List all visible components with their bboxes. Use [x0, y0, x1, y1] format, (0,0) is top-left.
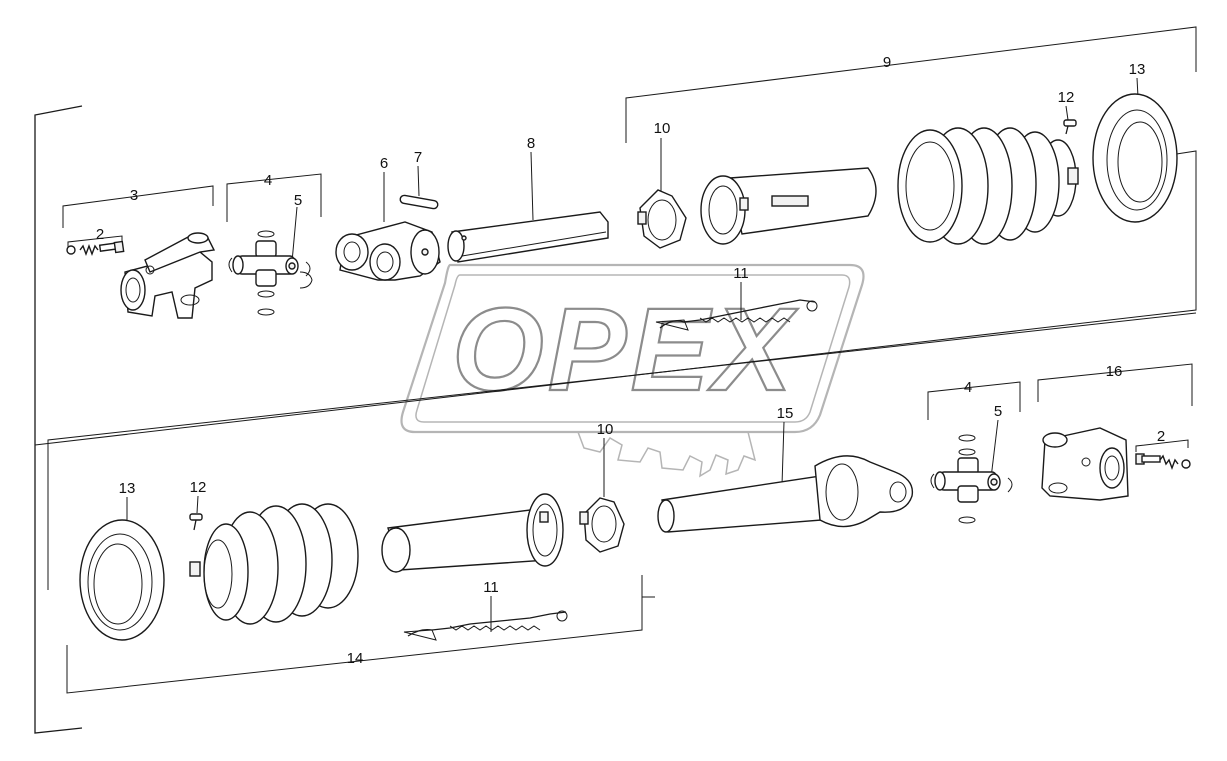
callout-8: 8: [527, 135, 535, 152]
callout-14: 14: [347, 650, 364, 667]
outer-guard-tube-bottom: [381, 493, 564, 573]
inner-tube-yoke-bottom: [657, 455, 914, 533]
callout-labels-bottom: 2 4 5 10 11 12 13 14 15 16: [119, 363, 1166, 667]
safety-chain-top: [655, 299, 818, 331]
inner-profile-tube: [447, 211, 609, 263]
watermark-text: OPEX: [452, 284, 798, 416]
callout-10-bottom: 10: [597, 421, 614, 438]
screw-top: [1063, 119, 1077, 135]
roll-pin: [399, 194, 439, 210]
bellows-guard-top: [897, 127, 1079, 245]
callout-4-bottom: 4: [964, 379, 972, 396]
callout-labels-top: 2 3 4 5 6 7 8 9 10 11 12 13: [96, 54, 1146, 282]
spring-pin-set-bottom: [1135, 453, 1191, 470]
inner-yoke-top: [335, 221, 441, 281]
safety-chain-bottom: [403, 610, 568, 641]
cross-kit-top: [228, 230, 313, 316]
callout-2-bottom: 2: [1157, 428, 1165, 445]
yoke-top: [120, 232, 216, 319]
callout-7: 7: [414, 149, 422, 166]
callout-13-top: 13: [1129, 61, 1146, 78]
callout-11-bottom: 11: [483, 579, 499, 596]
outer-guard-tube-top: [700, 167, 877, 245]
callout-6: 6: [380, 155, 388, 172]
callout-13-bottom: 13: [119, 480, 136, 497]
callout-4-top: 4: [264, 172, 272, 189]
yoke-bottom: [1041, 427, 1129, 501]
callout-9: 9: [883, 54, 891, 71]
leader-lines: [126, 77, 1139, 632]
bearing-ring-bottom: [579, 497, 625, 553]
bellows-guard-bottom: [189, 503, 359, 625]
callout-12-top: 12: [1058, 89, 1075, 106]
spring-pin-set-top: [66, 240, 125, 256]
screw-bottom: [189, 513, 203, 531]
callout-5-bottom: 5: [994, 403, 1002, 420]
opex-watermark: OPEX: [400, 263, 865, 478]
callout-5-top: 5: [294, 192, 302, 209]
callout-15: 15: [777, 405, 794, 422]
callout-2-top: 2: [96, 226, 104, 243]
callout-3: 3: [130, 187, 138, 204]
callout-10-top: 10: [654, 120, 671, 137]
callout-12-bottom: 12: [190, 479, 207, 496]
callout-16: 16: [1106, 363, 1123, 380]
cone-ring-top: [1092, 93, 1178, 223]
callout-11-top: 11: [733, 265, 749, 282]
cone-ring-bottom: [79, 519, 165, 641]
bearing-ring-top: [637, 189, 687, 249]
assembly-brackets: [34, 26, 1197, 734]
cross-kit-bottom: [930, 434, 1013, 524]
